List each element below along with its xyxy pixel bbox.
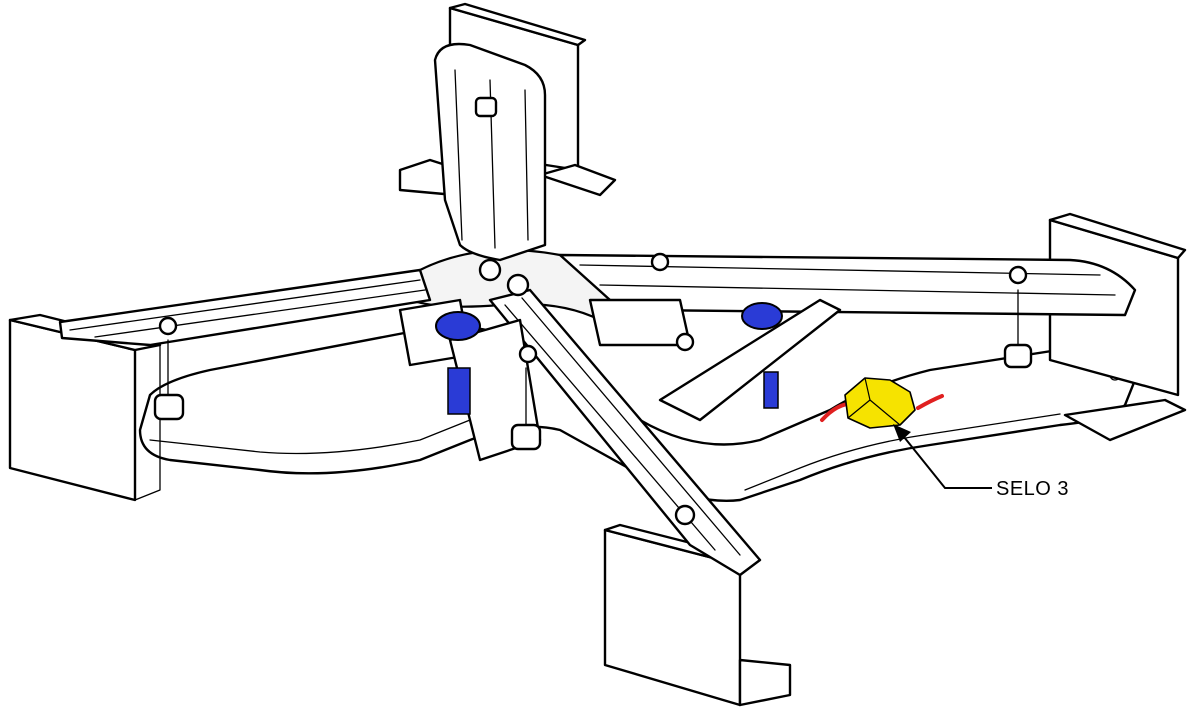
bolt-left	[435, 311, 481, 415]
spider-frame	[58, 42, 1137, 577]
arrow-icon	[893, 424, 992, 489]
callout-label: SELO 3	[996, 478, 1070, 500]
bolt-right	[741, 302, 783, 409]
plate-front	[603, 523, 792, 707]
seal-icon	[820, 377, 944, 429]
